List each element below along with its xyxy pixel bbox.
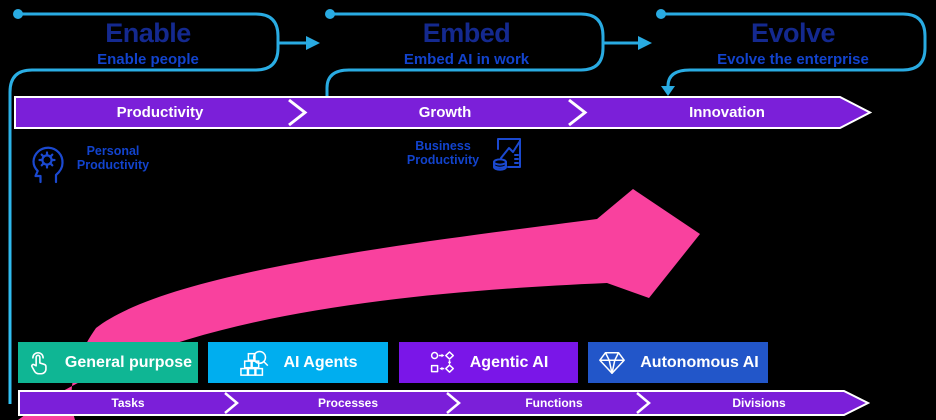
chevron-bar-shape <box>18 390 870 416</box>
chart-coins-icon <box>493 138 521 171</box>
phase-evolve: Evolve Evolve the enterprise <box>661 18 925 69</box>
hand-tap-icon <box>24 349 52 377</box>
chevron-bar-shape <box>14 96 872 129</box>
phase-title: Evolve <box>750 18 836 48</box>
phase-enable: Enable Enable people <box>18 18 278 69</box>
right-arrowhead-icon <box>306 36 320 50</box>
search-cubes-icon <box>238 349 270 377</box>
bar-segment-innovation: Innovation <box>689 104 765 121</box>
phase-subtitle: Evolve the enterprise <box>717 51 869 68</box>
capability-label: Agentic AI <box>469 353 549 371</box>
bar-segment-divisions: Divisions <box>732 396 786 410</box>
phase-subtitle: Enable people <box>97 51 199 68</box>
personal-productivity-label: Personal Productivity <box>76 144 150 172</box>
bar-segment-functions: Functions <box>525 396 583 410</box>
right-arrowhead-icon <box>638 36 652 50</box>
business-productivity-label: Business Productivity <box>406 139 480 167</box>
phase-embed: Embed Embed AI in work <box>330 18 603 69</box>
capability-label: General purpose <box>64 353 193 371</box>
bar-segment-processes: Processes <box>317 396 379 410</box>
value-progression-bar: Productivity Growth Innovation <box>14 96 872 129</box>
phase-title: Embed <box>422 18 511 48</box>
head-gear-icon <box>32 146 64 184</box>
capability-label: AI Agents <box>283 353 358 371</box>
scope-progression-bar: Tasks Processes Functions Divisions <box>18 390 870 416</box>
node-dot <box>656 9 666 19</box>
phase-title: Enable <box>105 18 191 48</box>
capability-autonomous-ai: Autonomous AI <box>588 342 768 383</box>
down-arrowhead-icon <box>661 86 675 96</box>
bar-segment-productivity: Productivity <box>116 104 204 121</box>
node-dot <box>325 9 335 19</box>
capability-agentic-ai: Agentic AI <box>399 342 578 383</box>
bar-segment-tasks: Tasks <box>111 396 145 410</box>
capability-ai-agents: AI Agents <box>208 342 388 383</box>
capability-general-purpose: General purpose <box>18 342 198 383</box>
phase-subtitle: Embed AI in work <box>403 51 530 68</box>
bar-segment-growth: Growth <box>418 104 472 121</box>
workflow-icon <box>429 349 457 377</box>
node-dot <box>13 9 23 19</box>
gem-icon <box>597 349 627 377</box>
capability-label: Autonomous AI <box>640 353 759 371</box>
